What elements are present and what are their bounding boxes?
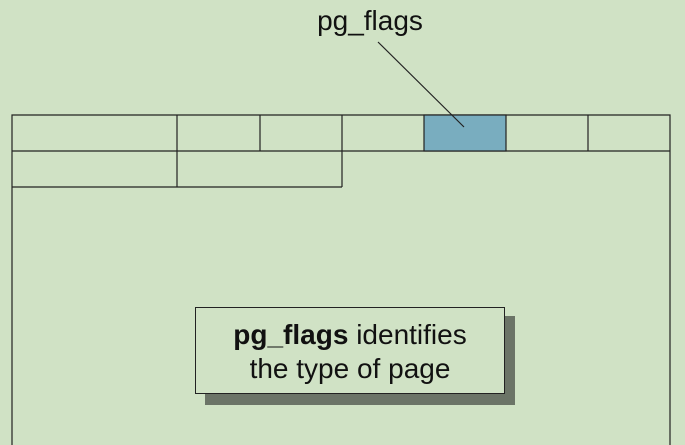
note-line-2: the type of page [249, 353, 451, 384]
callout-pointer [377, 41, 465, 128]
callout-label: pg_flags [317, 5, 423, 36]
note-term: pg_flags [233, 319, 349, 350]
note-text-1: identifies [348, 319, 467, 350]
note-box: pg_flags identifies the type of page [195, 307, 505, 394]
header-cell-pg-flags [423, 114, 507, 152]
page-outline [11, 114, 671, 445]
note-line-1: pg_flags identifies [196, 318, 504, 352]
